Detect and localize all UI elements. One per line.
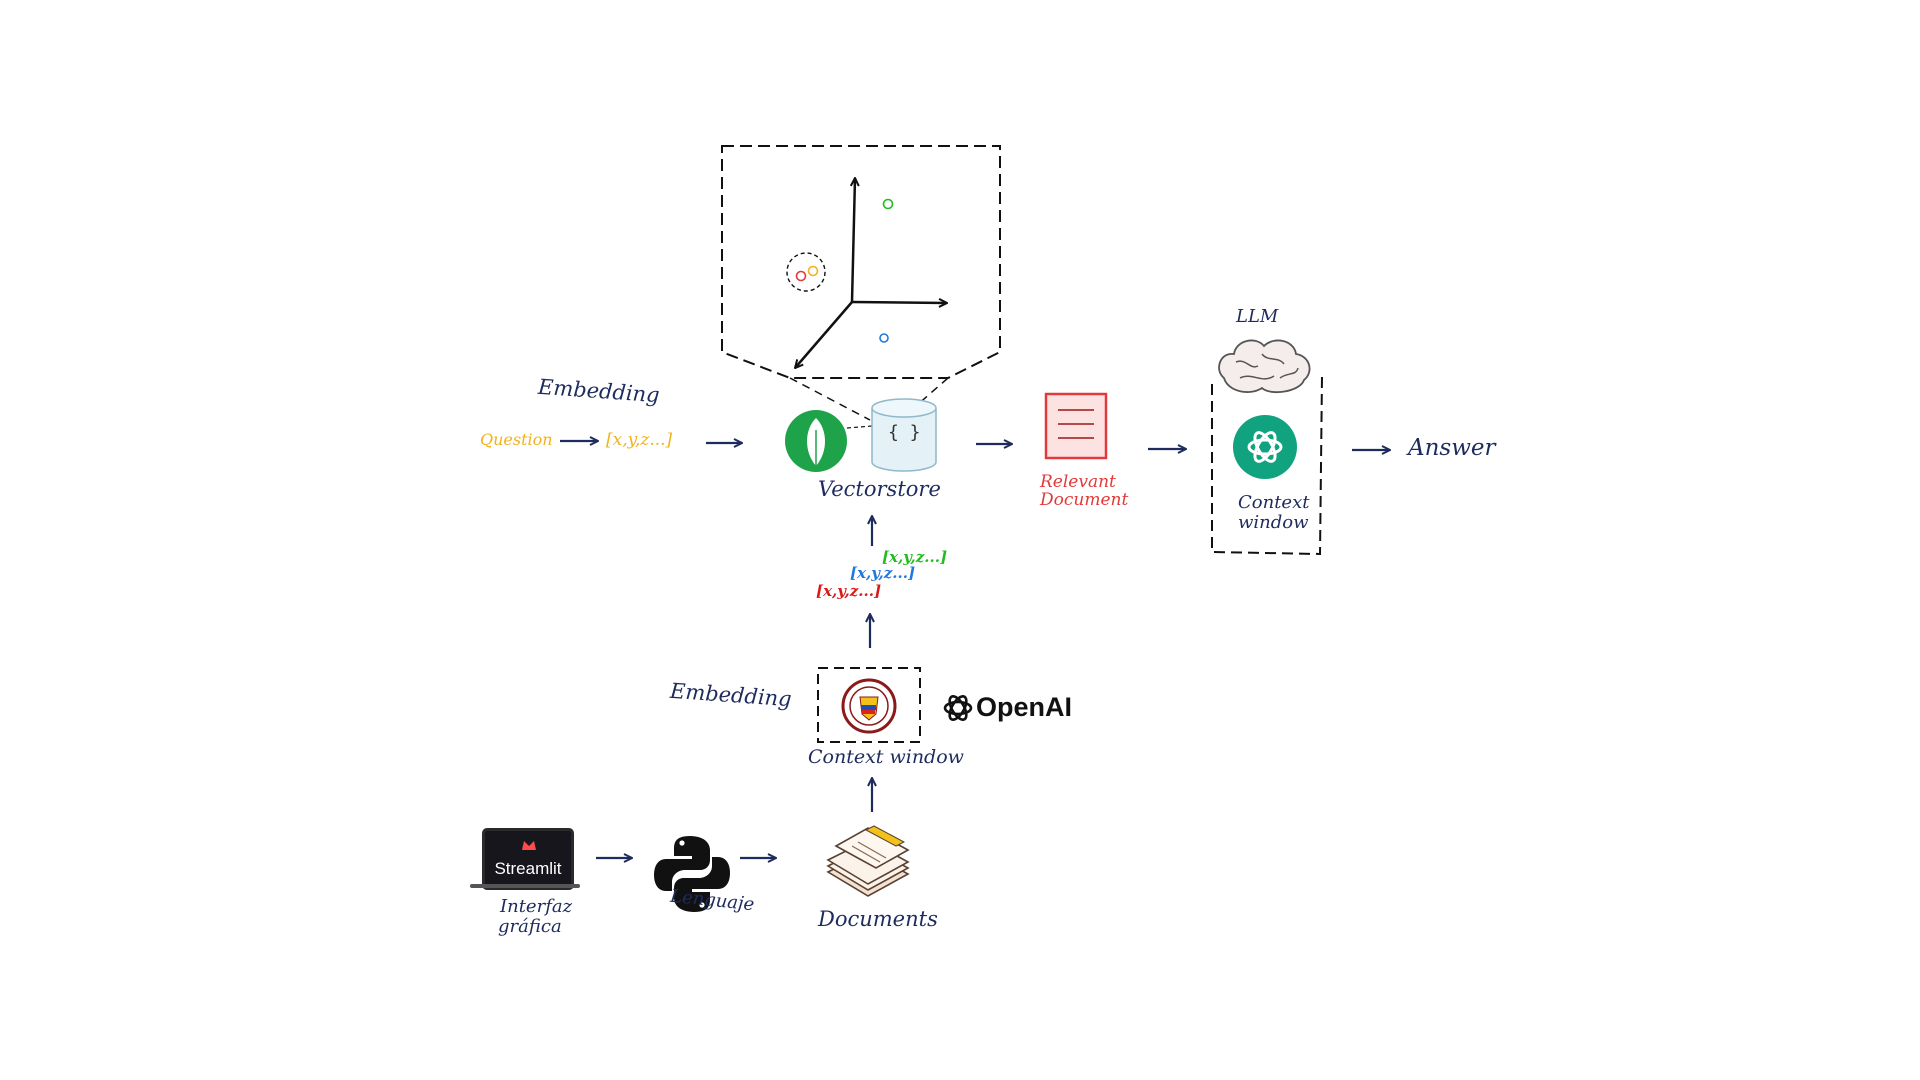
point-green (882, 198, 894, 210)
streamlit-crown-icon (522, 841, 536, 850)
y-axis (852, 178, 855, 303)
laptop-base (470, 884, 580, 888)
streamlit-laptop-icon: Streamlit (482, 828, 574, 890)
mongodb-leaf-icon (785, 410, 847, 472)
vector-space-panel (721, 145, 1001, 421)
openai-wordmark: OpenAI (976, 692, 1073, 722)
llm-context-box (1211, 375, 1323, 556)
point-red (795, 270, 807, 282)
openai-wordmark-icon (943, 695, 973, 721)
interface-label-2: gráfica (498, 916, 562, 937)
relevant-label-2: Document (1040, 490, 1129, 510)
relevant-label-1: Relevant (1040, 472, 1116, 492)
vectorstore-label: Vectorstore (818, 477, 941, 501)
vector-green-label: [x,y,z...] (882, 548, 948, 566)
point-orange (807, 265, 819, 277)
seal-context-box (817, 667, 921, 743)
vector-red-label: [x,y,z...] (816, 582, 882, 600)
answer-label: Answer (1408, 435, 1496, 461)
context-label-2: window (1238, 512, 1309, 533)
seal-icon (841, 678, 897, 734)
documents-label: Documents (818, 907, 938, 931)
point-blue (879, 333, 889, 343)
question-label: Question (480, 430, 553, 449)
llm-label: LLM (1236, 306, 1279, 327)
interface-label-1: Interfaz (500, 896, 573, 917)
z-axis (795, 301, 853, 368)
brain-icon (1218, 339, 1311, 394)
documents-stack-icon (826, 825, 910, 897)
python-logo-icon (654, 836, 730, 912)
vector-blue-label: [x,y,z...] (850, 564, 916, 582)
document-icon (1044, 392, 1108, 460)
question-vector-label: [x,y,z...] (606, 430, 673, 450)
cluster-circle (786, 252, 826, 292)
openai-logo-icon (1233, 415, 1297, 479)
context-label-1: Context (1238, 492, 1310, 513)
context-window-label: Context window (808, 746, 964, 768)
database-cylinder-icon (871, 398, 937, 472)
streamlit-logo-text: Streamlit (494, 859, 562, 878)
json-braces-icon: { } (888, 422, 921, 443)
x-axis (851, 302, 947, 303)
